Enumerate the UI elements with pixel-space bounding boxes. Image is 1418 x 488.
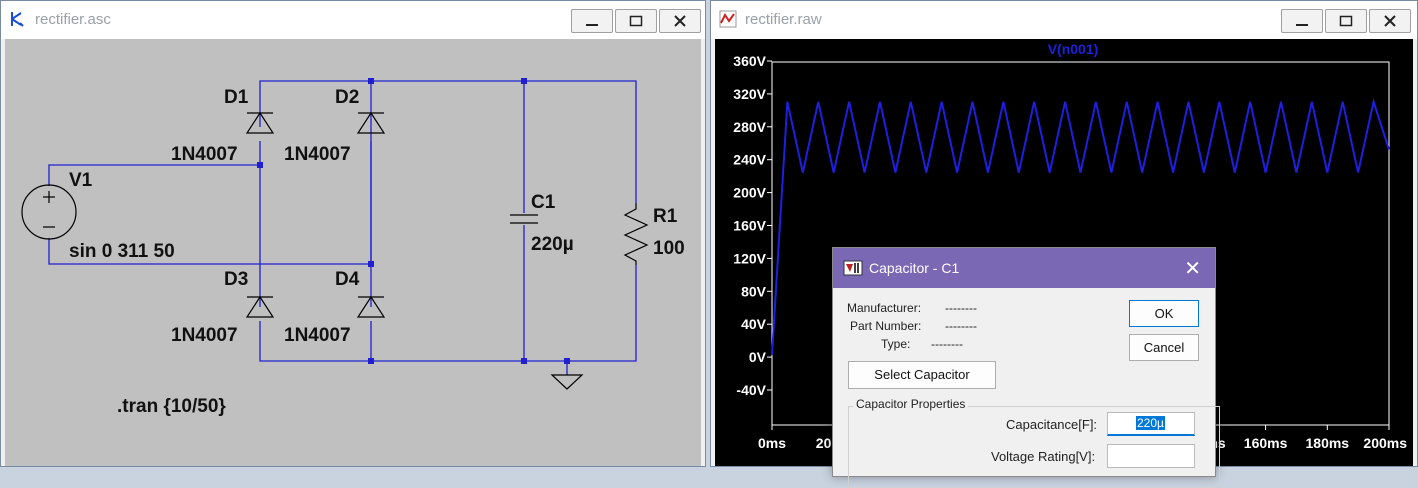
y-tick-label: 40V: [741, 316, 767, 332]
diode-d4-symbol[interactable]: [356, 295, 386, 318]
maximize-button[interactable]: [615, 9, 657, 33]
dialog-close-icon[interactable]: ✕: [1184, 258, 1201, 280]
y-tick-label: 160V: [733, 218, 766, 234]
c1-value-label: 220µ: [531, 234, 574, 255]
x-tick-label: 200ms: [1363, 435, 1407, 451]
y-tick-label: -40V: [736, 382, 766, 398]
voltage-source-v1-symbol[interactable]: [21, 184, 77, 240]
waveform-window-title: rectifier.raw: [745, 11, 822, 28]
schematic-window-title: rectifier.asc: [35, 11, 111, 28]
d4-value-label: 1N4007: [284, 325, 351, 346]
resistor-r1-symbol[interactable]: [623, 203, 649, 265]
minimize-button[interactable]: [1281, 9, 1323, 33]
trace-name-label[interactable]: V(n001): [1048, 41, 1099, 57]
c1-name-label: C1: [531, 192, 556, 213]
minimize-button[interactable]: [571, 9, 613, 33]
d2-name-label: D2: [335, 87, 359, 108]
y-tick-label: 0V: [749, 349, 767, 365]
cancel-button[interactable]: Cancel: [1129, 334, 1199, 361]
manufacturer-label: Manufacturer:: [847, 301, 922, 315]
maximize-button[interactable]: [1325, 9, 1367, 33]
capacitor-dialog: Capacitor - C1 ✕ Manufacturer: -------- …: [832, 247, 1220, 488]
schematic-drawing[interactable]: D1 1N4007 D2 1N4007 D3 1N4007 D4 1N4007 …: [5, 39, 703, 468]
schematic-window: rectifier.asc: [0, 0, 706, 467]
capacitor-dialog-icon: [843, 260, 863, 276]
select-capacitor-button[interactable]: Select Capacitor: [848, 361, 996, 389]
schematic-app-icon: [11, 12, 24, 27]
close-button[interactable]: [1369, 9, 1411, 33]
close-button[interactable]: [659, 9, 701, 33]
voltage-rating-input[interactable]: [1107, 444, 1195, 468]
d2-value-label: 1N4007: [284, 144, 351, 165]
trace-v-n001[interactable]: [771, 97, 1390, 356]
y-tick-label: 280V: [733, 119, 766, 135]
x-tick-label: 160ms: [1244, 435, 1288, 451]
capacitor-properties-label: Capacitor Properties: [853, 397, 969, 411]
waveform-app-icon: [719, 10, 737, 28]
d4-name-label: D4: [335, 269, 360, 290]
x-tick-label: 0ms: [758, 435, 786, 451]
y-tick-label: 240V: [733, 152, 766, 168]
v1-name-label: V1: [69, 170, 93, 191]
ok-button[interactable]: OK: [1129, 300, 1199, 327]
manufacturer-value: --------: [945, 301, 977, 315]
part-number-label: Part Number:: [850, 319, 922, 333]
capacitance-value: 220µ: [1136, 416, 1165, 430]
diode-d1-symbol[interactable]: [245, 111, 275, 134]
diode-d3-symbol[interactable]: [245, 295, 275, 318]
capacitance-label: Capacitance[F]:: [1006, 417, 1098, 432]
type-value: --------: [931, 337, 963, 351]
r1-value-label: 100: [653, 238, 685, 259]
schematic-titlebar[interactable]: rectifier.asc: [1, 1, 705, 39]
voltage-rating-label: Voltage Rating[V]:: [991, 449, 1096, 464]
y-tick-label: 80V: [741, 283, 767, 299]
y-tick-label: 360V: [733, 53, 766, 69]
d1-value-label: 1N4007: [171, 144, 238, 165]
dialog-titlebar[interactable]: Capacitor - C1 ✕: [833, 248, 1215, 288]
y-tick-label: 200V: [733, 185, 766, 201]
d1-name-label: D1: [224, 87, 249, 108]
v1-value-label: sin 0 311 50: [69, 241, 175, 262]
junction-dots: [257, 78, 570, 364]
d3-name-label: D3: [224, 269, 248, 290]
type-label: Type:: [881, 337, 911, 351]
d3-value-label: 1N4007: [171, 325, 238, 346]
r1-name-label: R1: [653, 206, 678, 227]
part-number-value: --------: [945, 319, 977, 333]
ground-icon[interactable]: [550, 374, 584, 390]
spice-directive[interactable]: .tran {10/50}: [117, 396, 226, 417]
y-tick-label: 320V: [733, 86, 766, 102]
schematic-canvas[interactable]: D1 1N4007 D2 1N4007 D3 1N4007 D4 1N4007 …: [5, 39, 701, 466]
waveform-titlebar[interactable]: rectifier.raw: [711, 1, 1417, 39]
y-tick-label: 120V: [733, 250, 766, 266]
capacitor-c1-symbol[interactable]: [510, 214, 538, 224]
dialog-title: Capacitor - C1: [869, 260, 960, 276]
capacitance-input[interactable]: 220µ: [1107, 412, 1195, 436]
x-tick-label: 180ms: [1306, 435, 1350, 451]
diode-d2-symbol[interactable]: [356, 111, 386, 134]
